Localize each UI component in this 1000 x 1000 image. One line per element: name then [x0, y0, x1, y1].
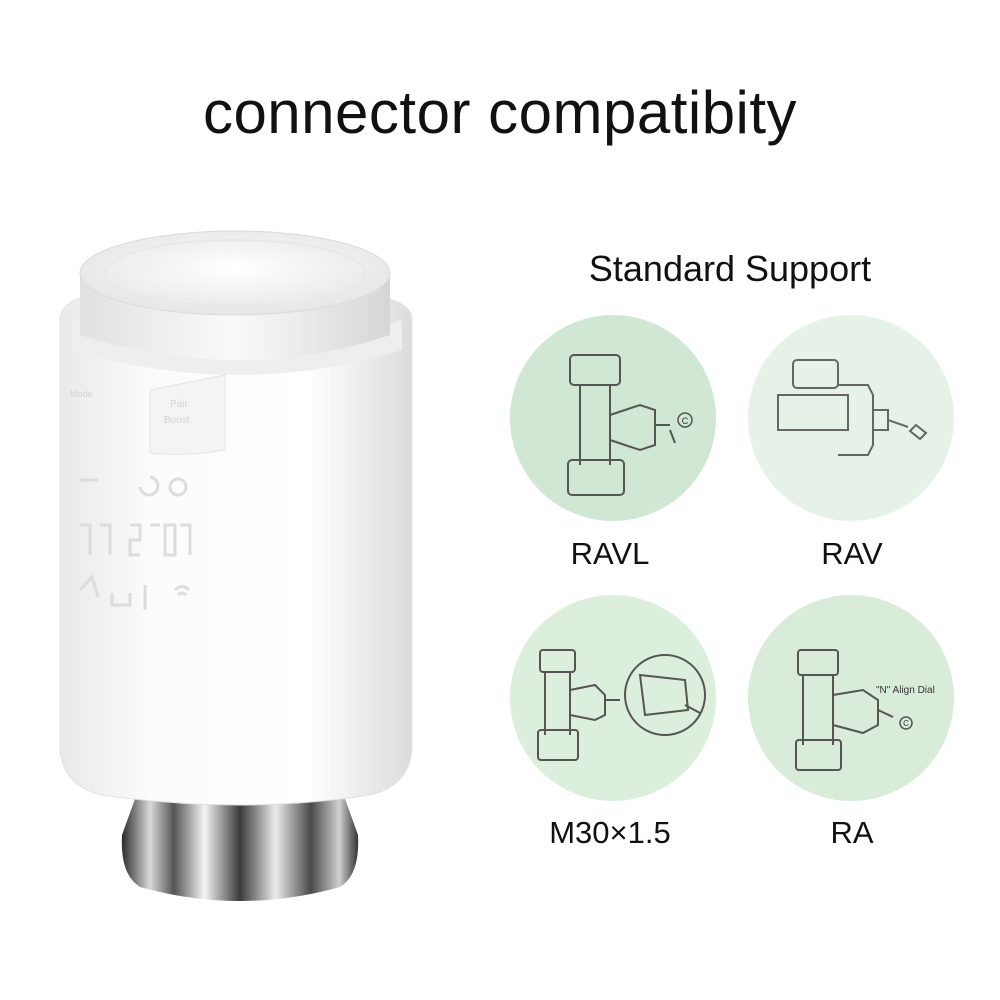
chrome-nut — [121, 785, 359, 901]
rav-valve-image — [748, 315, 954, 521]
ravl-marker: C — [682, 416, 689, 426]
rav-label: RAV — [821, 536, 883, 571]
pair-button-label[interactable]: Pair — [170, 399, 188, 410]
mode-button-label[interactable]: Mode — [70, 389, 93, 399]
digit-display — [80, 523, 192, 557]
ra-label: RA — [830, 815, 874, 850]
thermostat-device-image: Mode Pair Boost — [40, 225, 440, 915]
sun-icon — [168, 477, 188, 497]
align-dial-callout: "N" Align Dial — [876, 685, 935, 696]
display-icons — [78, 475, 192, 610]
m30-valve-image — [510, 595, 716, 801]
page-title: connector compatibity — [202, 79, 798, 146]
signal-icon — [173, 585, 191, 597]
ra-marker: C — [903, 719, 909, 728]
option-ravl: C — [510, 315, 716, 521]
ravl-valve-image: C — [510, 315, 716, 521]
ra-valve-image: "N" Align Dial C — [748, 595, 954, 801]
m30-label: M30×1.5 — [549, 815, 671, 850]
moon-icon — [138, 475, 160, 497]
option-rav — [748, 315, 954, 521]
option-m30 — [510, 595, 716, 801]
palm-icon — [78, 574, 100, 598]
window-icon — [110, 593, 132, 607]
ravl-label: RAVL — [570, 536, 650, 571]
boost-button-label[interactable]: Boost — [164, 415, 190, 426]
standard-support-heading: Standard Support — [588, 248, 872, 289]
option-ra: "N" Align Dial C — [748, 595, 954, 801]
